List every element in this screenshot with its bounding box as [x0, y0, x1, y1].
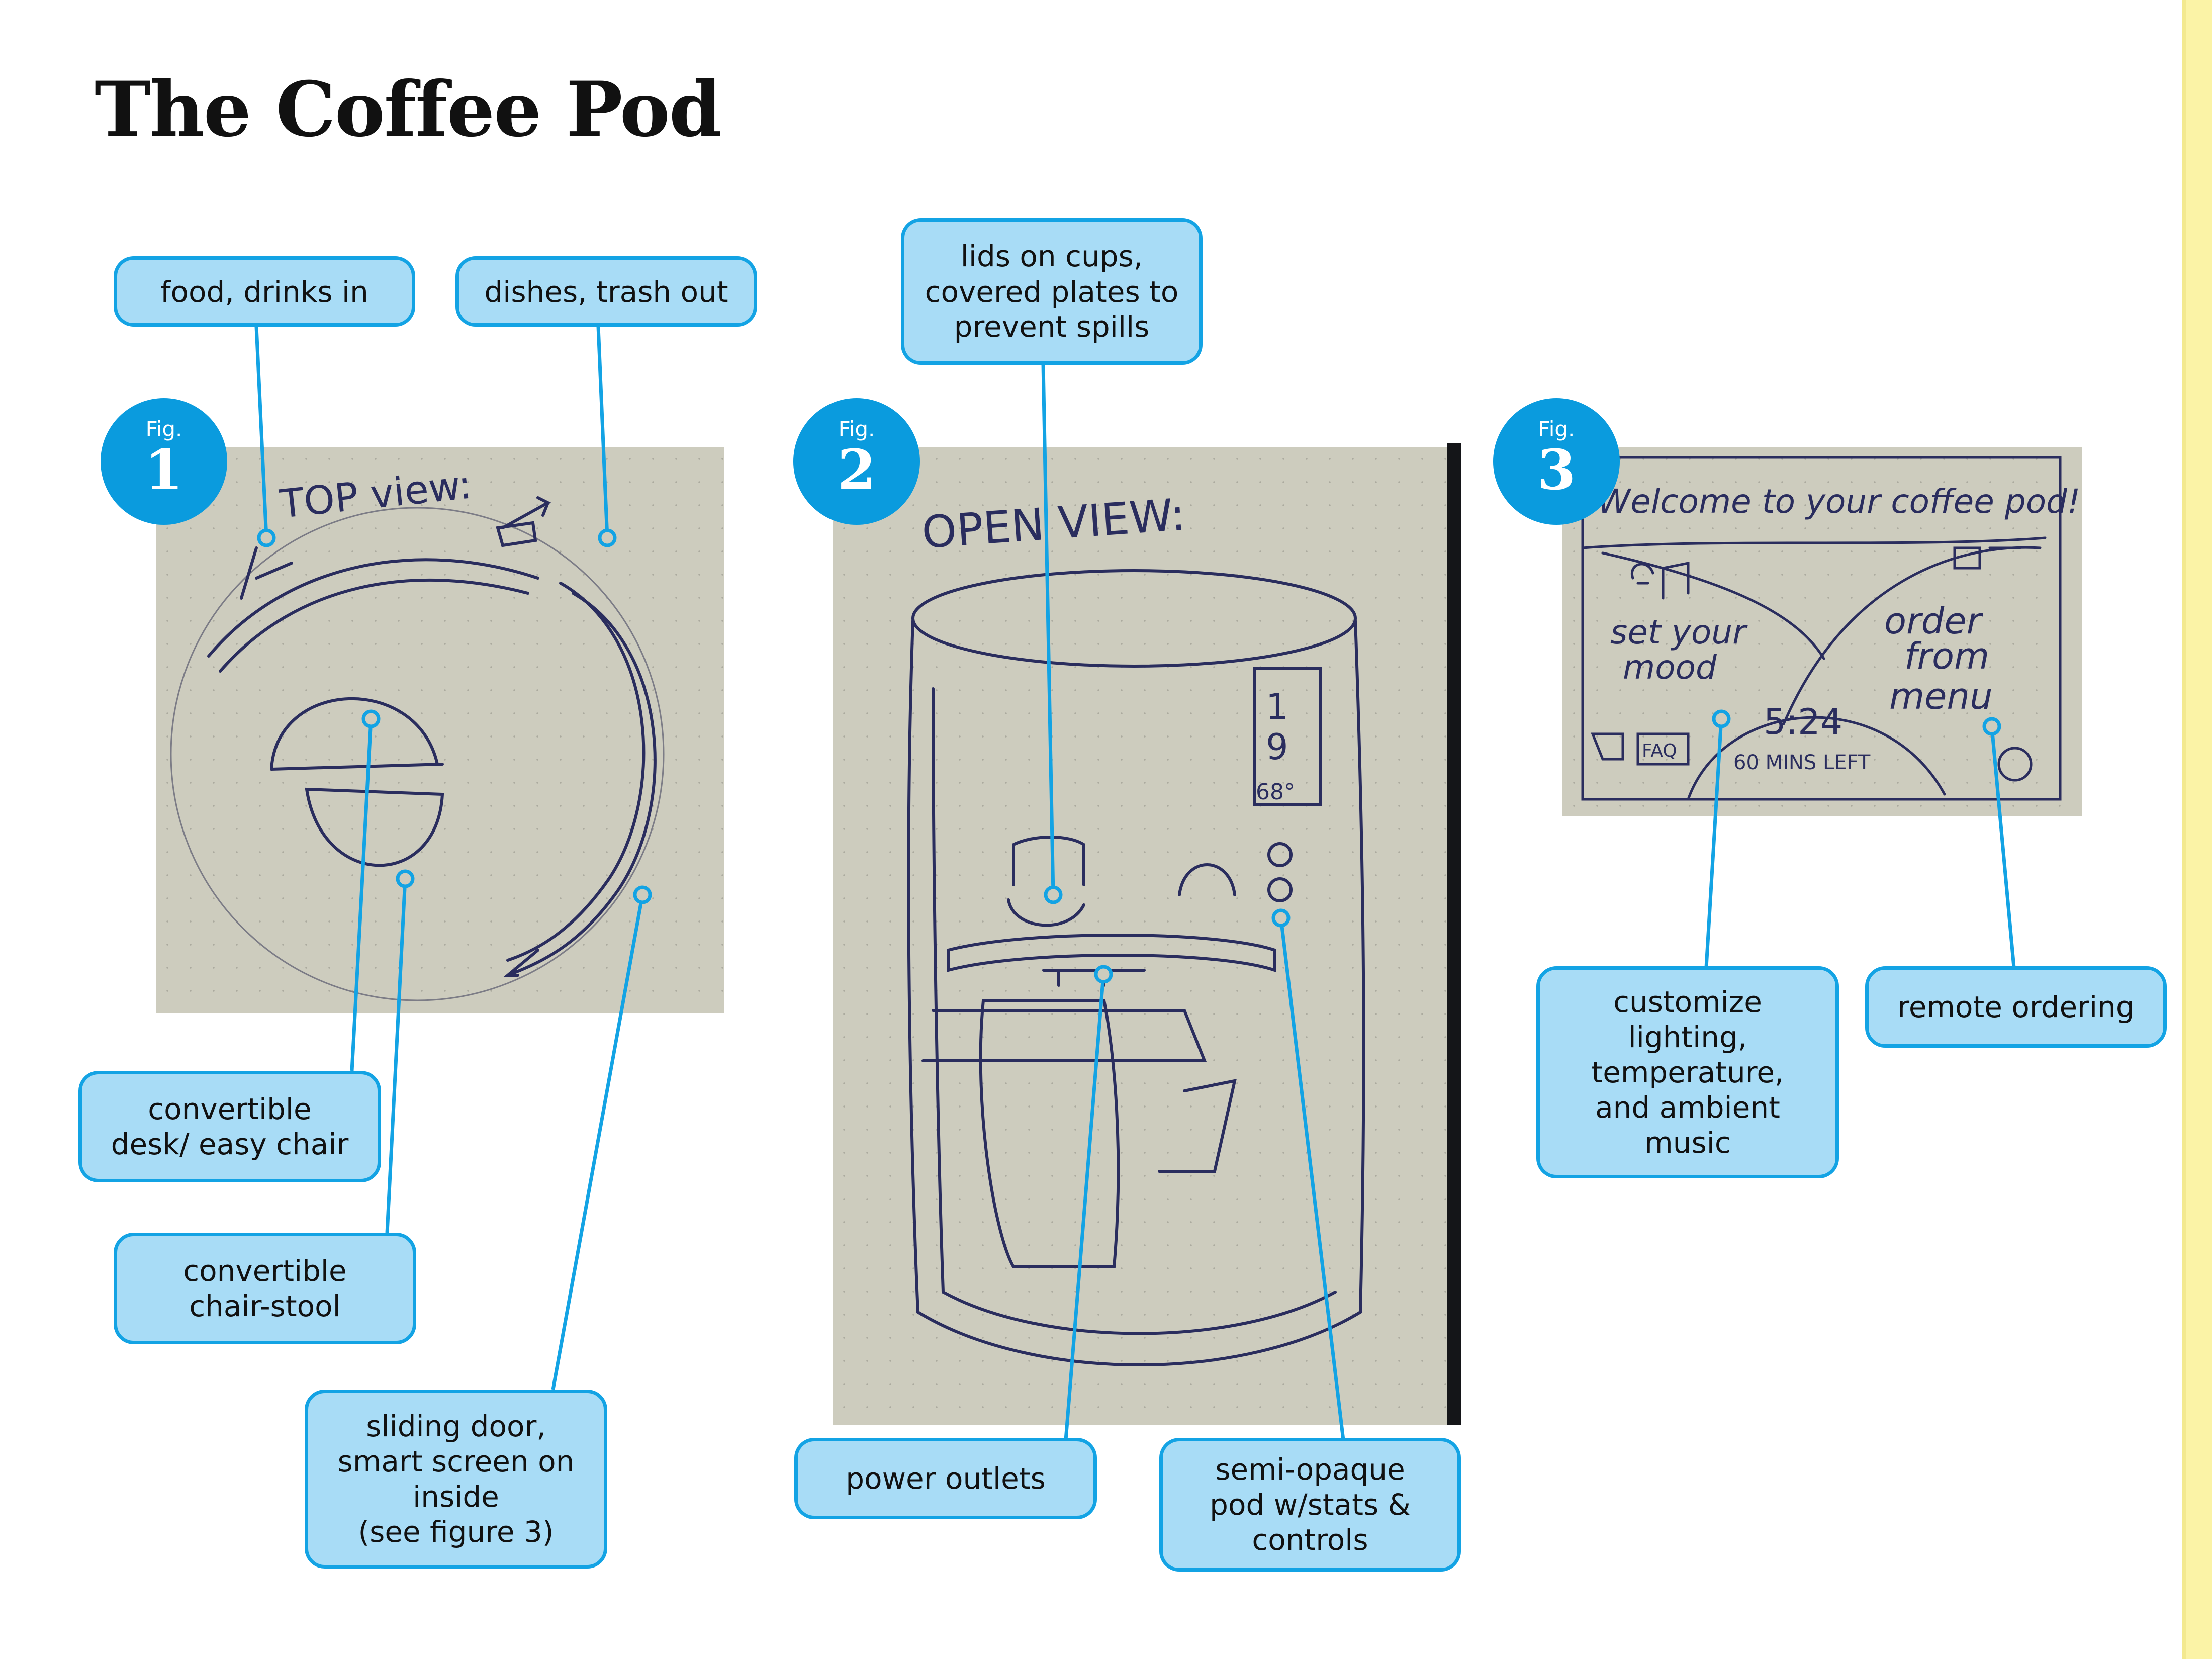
callout-sliding-door: sliding door, smart screen on inside (se…: [305, 1390, 607, 1569]
callout-convertible-desk: convertible desk/ easy chair: [78, 1071, 381, 1182]
callout-food-drinks-in: food, drinks in: [114, 256, 415, 327]
fig1-stool-marker: [396, 869, 415, 888]
fig2-badge: Fig. 2: [793, 398, 920, 525]
fig3-time-left-text: 60 MINS LEFT: [1733, 751, 1871, 774]
fig2-display-bottom: 9: [1266, 726, 1288, 768]
fig1-desk-marker: [361, 709, 381, 728]
callout-semi-opaque-pod: semi-opaque pod w/stats & controls: [1159, 1438, 1461, 1572]
fig2-cups-marker: [1044, 885, 1063, 904]
fig3-caption: Fig.: [1538, 417, 1575, 441]
fig2-display-top: 1: [1266, 686, 1288, 727]
fig2-temp-readout: 68°: [1256, 779, 1295, 805]
page-title: The Coffee Pod: [95, 65, 722, 154]
fig3-welcome-text: Welcome to your coffee pod!: [1598, 482, 2080, 521]
fig3-badge: Fig. 3: [1493, 398, 1620, 525]
fig3-number: 3: [1537, 437, 1576, 502]
dot-grid-paper: [156, 447, 724, 1013]
fig3-sketch-photo: Welcome to your coffee pod! set your moo…: [1562, 447, 2082, 816]
fig1-sketch-photo: TOP view:: [156, 447, 724, 1013]
fig3-order-text-3: menu: [1889, 675, 1993, 717]
fig3-screen-sketch: Welcome to your coffee pod! set your moo…: [1581, 456, 2080, 801]
fig3-order-text-2: from: [1904, 635, 1989, 677]
fig2-number: 2: [837, 437, 876, 502]
fig3-order-text-1: order: [1884, 600, 1984, 642]
callout-power-outlets: power outlets: [794, 1438, 1097, 1519]
callout-convertible-stool: convertible chair-stool: [114, 1233, 416, 1344]
fig1-dishes-marker: [598, 528, 617, 547]
callout-lids-on-cups: lids on cups, covered plates to prevent …: [901, 218, 1203, 365]
fig2-open-view-sketch: OPEN VIEW: 1 9 68°: [907, 489, 1365, 1366]
fig1-badge: Fig. 1: [101, 398, 227, 525]
fig1-door-marker: [633, 885, 652, 904]
fig1-top-view-sketch: TOP view:: [170, 462, 665, 1001]
fig3-faq-text: FAQ: [1642, 741, 1677, 761]
fig1-number: 1: [144, 437, 183, 502]
callout-remote-ordering: remote ordering: [1865, 966, 2167, 1048]
fig3-time-text: 5:24: [1764, 701, 1842, 743]
fig3-customize-marker: [1712, 709, 1731, 728]
fig2-pod-marker: [1271, 908, 1291, 928]
fig2-sketch-photo: OPEN VIEW: 1 9 68°: [833, 443, 1461, 1425]
fig3-mood-text-1: set your: [1610, 613, 1748, 652]
fig1-caption: Fig.: [145, 417, 182, 441]
callout-dishes-trash-out: dishes, trash out: [455, 256, 757, 327]
fig1-food-marker: [257, 528, 276, 547]
next-page-strip: [2186, 0, 2212, 1659]
fig2-caption: Fig.: [838, 417, 875, 441]
fig3-order-marker: [1982, 717, 2001, 736]
fig3-mood-text-2: mood: [1623, 648, 1717, 687]
callout-customize-lighting: customize lighting, temperature, and amb…: [1536, 966, 1839, 1178]
fig2-outlets-marker: [1094, 965, 1113, 984]
yellow-page-edge: [2182, 0, 2186, 1659]
